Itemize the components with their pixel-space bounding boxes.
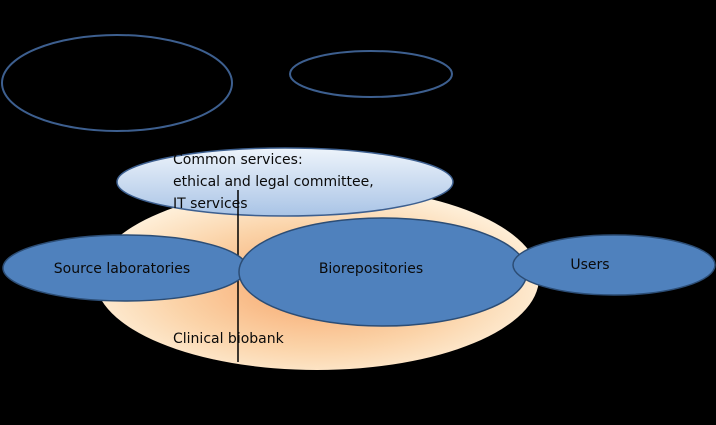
empty-ellipse-left <box>1 34 233 132</box>
users-label: Users <box>570 257 610 273</box>
source-laboratories-label: Source laboratories <box>53 261 191 277</box>
common-services-line-3: IT services <box>173 196 248 212</box>
clinical-biobank-label: Clinical biobank <box>173 331 284 347</box>
common-services-line-2: ethical and legal committee, <box>173 174 374 190</box>
empty-ellipse-right <box>289 50 453 98</box>
common-services-line-1: Common services: <box>173 152 303 168</box>
common-services-ellipse <box>116 147 454 217</box>
biorepositories-label: Biorepositories <box>318 261 424 277</box>
common-services-label: Common services: ethical and legal commi… <box>173 149 374 215</box>
users-ellipse <box>512 234 716 296</box>
